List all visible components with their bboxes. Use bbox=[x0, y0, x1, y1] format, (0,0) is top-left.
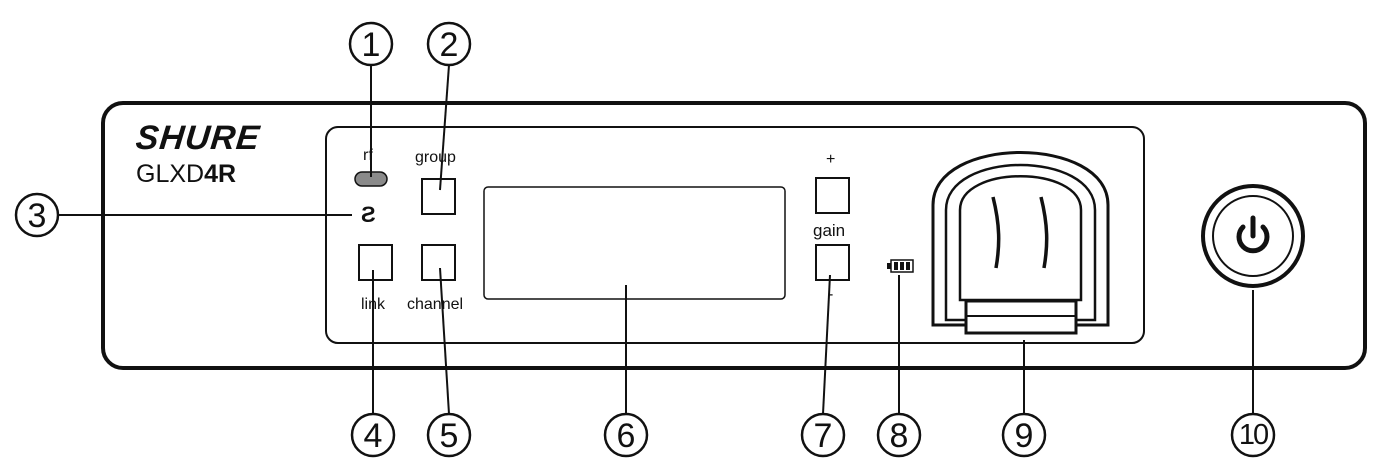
gain-minus-label: - bbox=[828, 286, 834, 303]
shure-logo: SHURE bbox=[134, 119, 263, 157]
callout-number-3: 3 bbox=[27, 197, 47, 235]
control-panel bbox=[325, 126, 1145, 344]
model-name: GLXD4R bbox=[136, 162, 236, 187]
callout-number-6: 6 bbox=[616, 417, 636, 455]
power-button[interactable] bbox=[1201, 184, 1305, 288]
gain-label: gain bbox=[813, 221, 846, 240]
power-icon bbox=[1236, 215, 1270, 254]
callout-number-1: 1 bbox=[361, 26, 381, 64]
receiver-chassis bbox=[101, 101, 1367, 370]
gain-down-button[interactable] bbox=[815, 244, 850, 281]
callout-number-2: 2 bbox=[439, 26, 459, 64]
callout-number-10: 10 bbox=[1238, 419, 1269, 451]
model-prefix: GLXD bbox=[136, 160, 205, 188]
callout-number-9: 9 bbox=[1014, 417, 1034, 455]
sync-symbol: Ƨ bbox=[361, 202, 376, 227]
link-label: link bbox=[361, 296, 386, 313]
callout-number-5: 5 bbox=[439, 417, 459, 455]
leader-line-7 bbox=[822, 274, 831, 415]
lcd-display bbox=[483, 186, 786, 300]
callout-number-4: 4 bbox=[363, 417, 383, 455]
leader-line-5 bbox=[439, 267, 450, 415]
rf-label: rf bbox=[363, 147, 373, 164]
leader-line-2 bbox=[439, 64, 450, 191]
model-suffix: 4R bbox=[204, 160, 237, 188]
link-button[interactable] bbox=[358, 244, 393, 281]
group-button[interactable] bbox=[421, 178, 456, 215]
channel-label: channel bbox=[407, 296, 464, 313]
gain-up-button[interactable] bbox=[815, 177, 850, 214]
charging-bay-icon bbox=[931, 151, 1110, 335]
group-label: group bbox=[415, 149, 456, 166]
gain-plus-label: + bbox=[826, 151, 836, 168]
channel-button[interactable] bbox=[421, 244, 456, 281]
callout-number-7: 7 bbox=[813, 417, 833, 455]
callout-number-8: 8 bbox=[889, 417, 909, 455]
battery-icon bbox=[887, 259, 914, 273]
